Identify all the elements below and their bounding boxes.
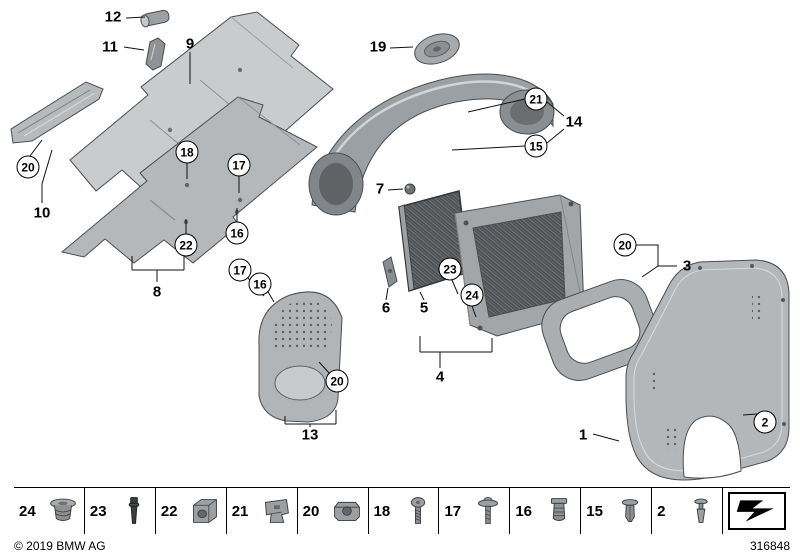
exploded-diagram-artwork (10, 9, 790, 481)
part-shape-13[interactable] (258, 291, 343, 423)
push-pin-rivet-icon (694, 498, 708, 523)
legend-item-18[interactable]: 18 (367, 488, 439, 534)
legend-item-24[interactable]: 24 (14, 488, 84, 534)
legend-number: 15 (586, 502, 603, 520)
next-diagram-arrow-icon (736, 500, 774, 522)
callout-circled-22[interactable]: 22 (174, 233, 198, 257)
callout-circled-17-b[interactable]: 17 (228, 258, 252, 282)
part-shape-10[interactable] (10, 81, 104, 144)
part-shape-14[interactable] (308, 73, 555, 216)
legend-number: 20 (302, 502, 320, 520)
callout-circled-2[interactable]: 2 (753, 410, 777, 434)
legend-number: 16 (515, 502, 533, 520)
part-shape-3[interactable] (534, 272, 666, 389)
expansion-nut-icon (551, 498, 568, 522)
part-shape-19[interactable] (411, 29, 463, 70)
sheet-metal-clip-nut-icon (192, 499, 217, 523)
callout-13[interactable]: 13 (301, 426, 319, 444)
callout-4[interactable]: 4 (435, 368, 445, 386)
legend-item-2[interactable]: 2 (651, 488, 722, 534)
part-shape-6[interactable] (382, 256, 398, 288)
legend-number: 2 (657, 502, 666, 520)
legend-item-20[interactable]: 20 (296, 488, 368, 534)
callout-circled-16-b[interactable]: 16 (248, 272, 272, 296)
legend-item-23[interactable]: 23 (83, 488, 155, 534)
arrow-box[interactable] (727, 492, 786, 530)
callout-circled-15[interactable]: 15 (524, 134, 548, 158)
legend-number: 21 (231, 502, 249, 520)
callout-14[interactable]: 14 (565, 113, 583, 131)
callout-circled-24[interactable]: 24 (460, 283, 484, 307)
legend-item-22[interactable]: 22 (154, 488, 226, 534)
callout-circled-20-a[interactable]: 20 (16, 155, 40, 179)
plastic-grommet-nut-icon (50, 498, 76, 522)
plug-screw-icon (128, 497, 140, 524)
callout-circled-20-b[interactable]: 20 (325, 369, 349, 393)
part-shape-11[interactable] (145, 37, 166, 71)
callout-12[interactable]: 12 (104, 8, 122, 26)
fastener-legend: 24 23 22 (14, 487, 790, 534)
part-shape-12[interactable] (140, 9, 170, 28)
callout-1[interactable]: 1 (578, 426, 588, 444)
callout-3[interactable]: 3 (682, 257, 692, 275)
callout-5[interactable]: 5 (419, 299, 429, 317)
footer: © 2019 BMW AG 316848 (14, 539, 790, 553)
callout-9[interactable]: 9 (185, 35, 195, 53)
torx-screw-icon (410, 497, 425, 524)
callout-7[interactable]: 7 (375, 180, 385, 198)
callout-19[interactable]: 19 (369, 38, 387, 56)
legend-number: 24 (19, 502, 36, 520)
legend-number: 22 (160, 502, 178, 520)
legend-number: 17 (444, 502, 462, 520)
callout-11[interactable]: 11 (102, 38, 118, 56)
legend-number: 23 (89, 502, 107, 520)
part-shape-4[interactable] (454, 194, 585, 337)
spring-clip-icon (264, 499, 289, 523)
callout-8[interactable]: 8 (152, 283, 162, 301)
callout-6[interactable]: 6 (381, 299, 391, 317)
connector-lines (29, 16, 758, 442)
callout-circled-16-a[interactable]: 16 (225, 221, 249, 245)
copyright-text: © 2019 BMW AG (14, 539, 106, 553)
part-shape-7[interactable] (404, 183, 416, 195)
expanding-rivet-icon (622, 499, 639, 522)
legend-item-17[interactable]: 17 (438, 488, 509, 534)
part-shape-8[interactable] (60, 96, 318, 264)
cage-nut-clip-icon (333, 501, 360, 522)
callout-circled-18[interactable]: 18 (175, 140, 199, 164)
legend-item-21[interactable]: 21 (225, 488, 297, 534)
callout-10[interactable]: 10 (33, 204, 51, 222)
callout-circled-21[interactable]: 21 (524, 87, 548, 111)
callout-circled-23[interactable]: 23 (438, 257, 462, 281)
legend-number: 18 (373, 502, 391, 520)
legend-item-15[interactable]: 15 (580, 488, 651, 534)
part-shape-1[interactable] (625, 259, 790, 481)
legend-item-16[interactable]: 16 (509, 488, 580, 534)
callout-circled-17-a[interactable]: 17 (227, 153, 251, 177)
legend-next-arrow[interactable] (722, 488, 790, 534)
diagram-number: 316848 (749, 539, 790, 553)
callout-circled-20-c[interactable]: 20 (613, 233, 637, 257)
washer-screw-icon (478, 497, 499, 524)
